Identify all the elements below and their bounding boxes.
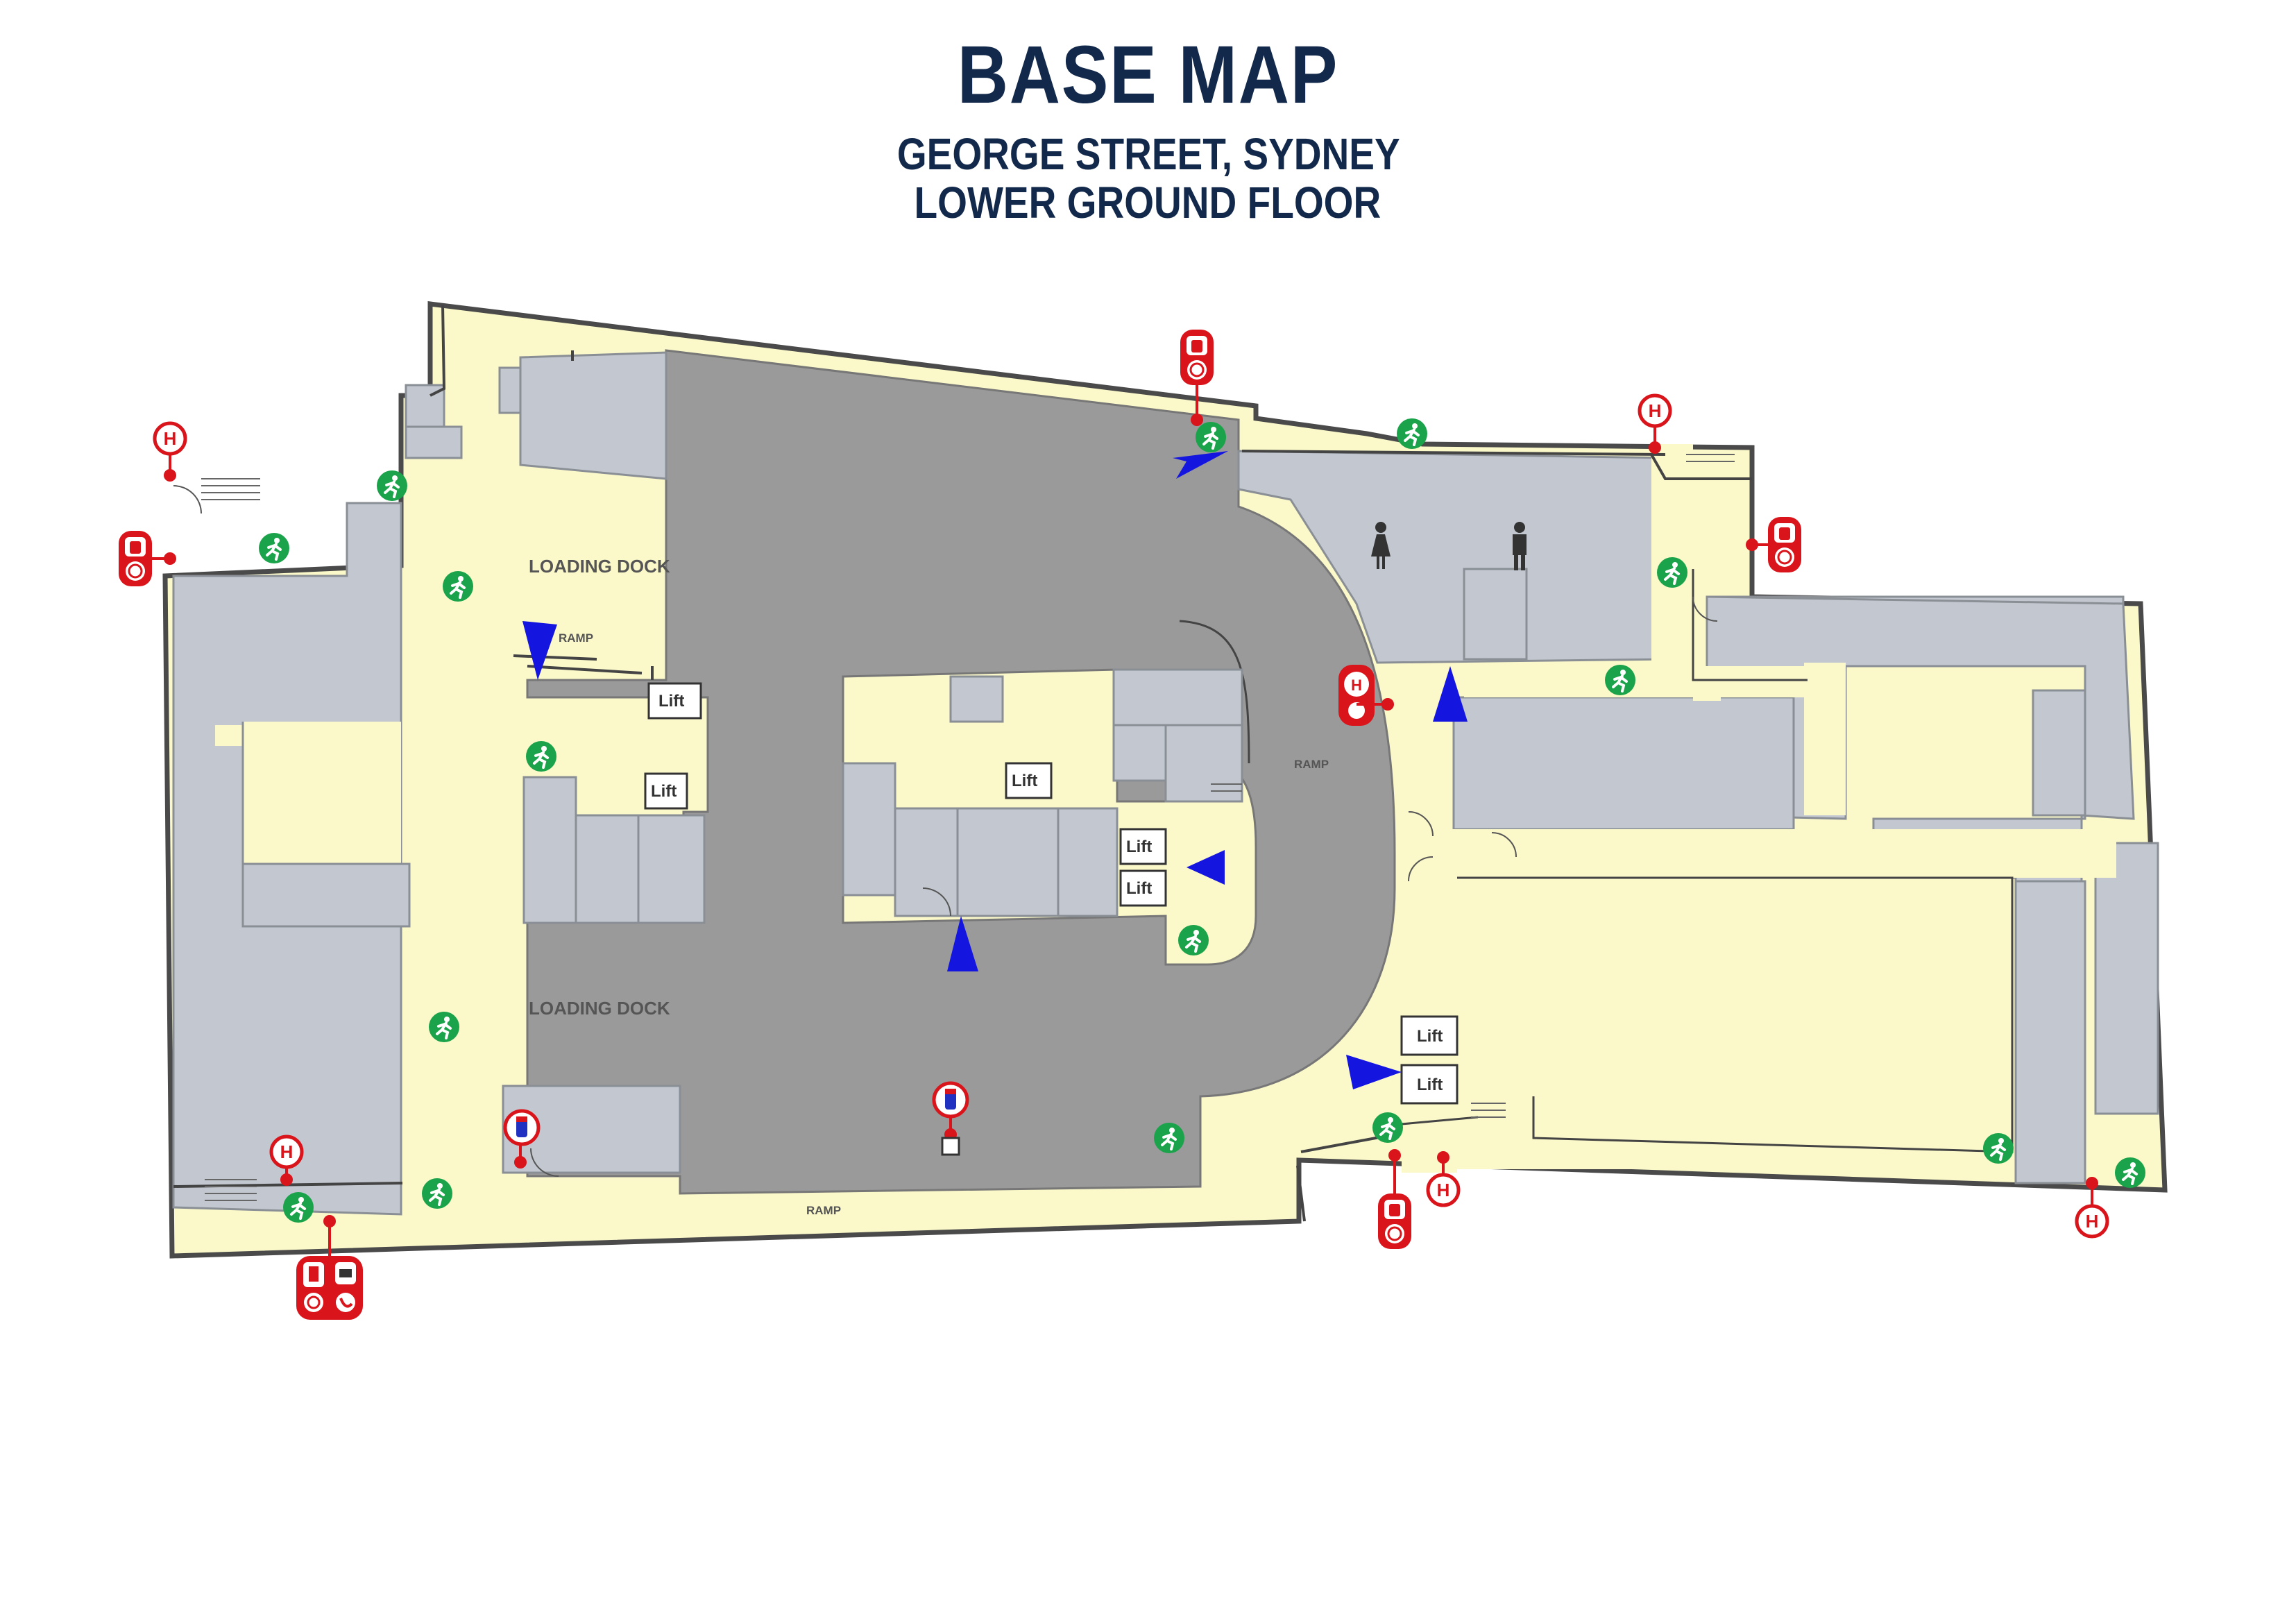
fire-hydrant-icon: H <box>1638 393 1672 428</box>
direction-arrow-icon <box>1346 1055 1402 1089</box>
exit-sign-icon <box>427 1010 461 1044</box>
exit-sign-icon <box>2114 1156 2147 1189</box>
fire-hose-reel-icon <box>117 529 153 588</box>
door-swings <box>173 485 1718 1177</box>
exit-sign-icon <box>1194 420 1227 454</box>
exit-sign-icon <box>282 1191 315 1224</box>
loading-dock-label-top: LOADING DOCK <box>529 556 670 577</box>
exit-sign-icon <box>441 570 475 603</box>
exit-sign-icon <box>1604 663 1637 697</box>
svg-text:Lift: Lift <box>1126 838 1152 856</box>
exit-sign-icon <box>1371 1111 1404 1144</box>
lift: Lift <box>647 682 702 720</box>
direction-arrow-icon <box>947 916 978 971</box>
svg-text:H: H <box>1437 1180 1450 1200</box>
loading-dock-label-bottom: LOADING DOCK <box>529 998 670 1019</box>
fire-extinguishers <box>135 385 1780 1259</box>
exit-sign-icon <box>525 740 558 773</box>
map-subtitle-floor: LOWER GROUND FLOOR <box>914 178 1381 228</box>
fire-hydrant-icon: H <box>153 421 187 456</box>
svg-text:H: H <box>1351 677 1362 694</box>
svg-text:H: H <box>280 1141 294 1162</box>
map-subtitle-address: GEORGE STREET, SYDNEY <box>896 129 1400 179</box>
exit-sign-icon <box>1395 417 1429 450</box>
exit-sign-icon <box>257 532 291 565</box>
lift: Lift <box>1005 762 1053 799</box>
lift: Lift <box>1119 869 1167 907</box>
svg-text:Lift: Lift <box>658 692 684 711</box>
emergency-phone-icon <box>296 1256 363 1320</box>
ramp-label-left: RAMP <box>559 631 593 645</box>
exit-sign-icon <box>375 469 409 502</box>
female-toilet-icon <box>1371 522 1391 569</box>
svg-text:Lift: Lift <box>1012 772 1037 790</box>
fire-extinguisher-icon <box>503 1109 541 1146</box>
svg-text:Lift: Lift <box>1417 1027 1443 1046</box>
lift: Lift <box>1400 1064 1459 1105</box>
svg-text:Lift: Lift <box>1417 1076 1443 1094</box>
stairs <box>201 454 1735 1201</box>
fire-hydrant-icon: H <box>1338 665 1375 726</box>
exit-sign-icon <box>1177 924 1210 957</box>
male-toilet-icon <box>1513 522 1527 570</box>
svg-text:Lift: Lift <box>1126 879 1152 898</box>
svg-text:H: H <box>164 428 177 449</box>
ramp-label-center: RAMP <box>1294 758 1329 771</box>
direction-arrow-icon <box>1433 666 1468 722</box>
ramp-label-bottom: RAMP <box>806 1204 841 1217</box>
exit-sign-icon <box>1153 1121 1186 1155</box>
exit-sign-icon <box>1656 556 1689 589</box>
fire-hydrant-icon: H <box>1426 1173 1461 1207</box>
equipment-box <box>941 1137 960 1156</box>
lift: Lift <box>644 772 688 810</box>
svg-text:H: H <box>2086 1211 2099 1232</box>
fire-hydrant-icon: H <box>2075 1204 2109 1239</box>
fire-hydrant-icon: H <box>269 1135 304 1169</box>
exit-sign-icon <box>1982 1132 2015 1165</box>
svg-text:H: H <box>1649 400 1662 421</box>
lift: Lift <box>1400 1015 1459 1056</box>
fire-hose-reel-icon <box>1377 1192 1413 1250</box>
direction-arrows <box>522 451 1468 1089</box>
fire-extinguisher-icon <box>932 1081 969 1119</box>
fire-extinguisher-icon <box>1767 516 1803 574</box>
exit-sign-icon <box>420 1177 454 1210</box>
svg-text:Lift: Lift <box>651 782 677 801</box>
direction-arrow-icon <box>1173 451 1228 479</box>
direction-arrow-icon <box>1187 850 1225 885</box>
fire-extinguisher-icon <box>1179 328 1215 386</box>
lifts: Lift Lift Lift Lift Lift Lift Lift <box>644 682 1459 1105</box>
hydrant-markers: H H H H H H <box>153 393 2109 1239</box>
direction-arrow-icon <box>522 621 557 680</box>
map-title: BASE MAP <box>957 29 1339 121</box>
lift: Lift <box>1119 828 1167 865</box>
